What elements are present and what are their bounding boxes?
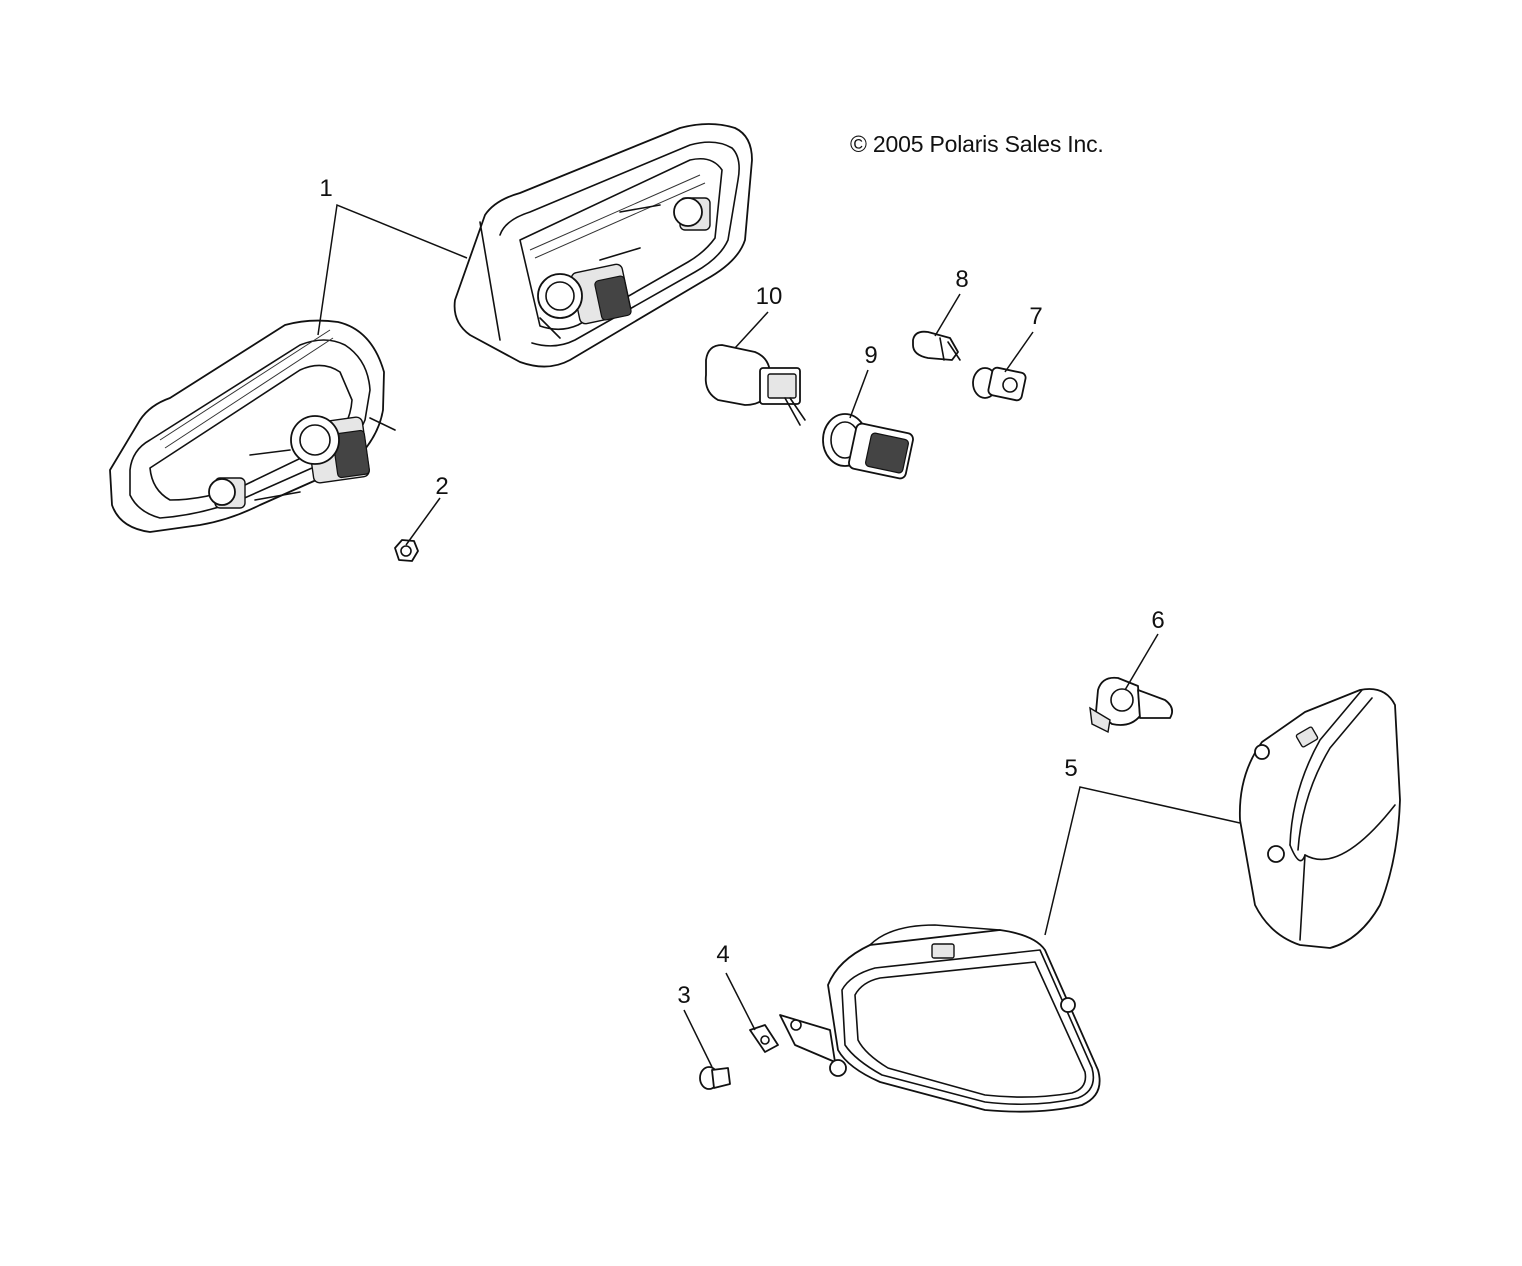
bulb-socket-7	[972, 366, 1027, 402]
leader-lines	[317, 203, 1241, 1068]
callout-6: 6	[1151, 607, 1165, 634]
callout-10: 10	[755, 283, 783, 310]
bulb-socket-9	[822, 413, 914, 480]
leader-6	[1124, 633, 1159, 691]
screw-3	[699, 1066, 731, 1090]
leader-3	[683, 1009, 713, 1068]
copyright-notice: © 2005 Polaris Sales Inc.	[850, 131, 1104, 157]
callout-3: 3	[677, 982, 691, 1009]
headlight-housing-lower	[779, 924, 1101, 1113]
leader-10	[734, 311, 769, 349]
callout-8: 8	[955, 266, 969, 293]
leader-7	[1004, 331, 1034, 373]
callout-4: 4	[716, 941, 730, 968]
headlight-bulb-6	[1089, 676, 1174, 734]
leader-5	[1044, 786, 1241, 936]
leader-1	[317, 203, 468, 336]
callout-7: 7	[1029, 303, 1043, 330]
callout-5: 5	[1064, 755, 1078, 782]
taillight-housing-lower	[109, 319, 396, 533]
bulb-10	[704, 344, 806, 426]
nut	[394, 539, 419, 562]
callout-2: 2	[435, 473, 449, 500]
bulb-8	[912, 330, 961, 361]
leader-8	[934, 293, 961, 337]
leader-4	[725, 972, 756, 1031]
leader-9	[849, 369, 869, 419]
callout-1: 1	[319, 175, 333, 202]
headlight-housing-upper	[1238, 688, 1401, 949]
taillight-housing-upper	[453, 123, 753, 368]
leader-2	[405, 497, 441, 546]
callout-9: 9	[864, 342, 878, 369]
clip-4	[749, 1024, 779, 1053]
